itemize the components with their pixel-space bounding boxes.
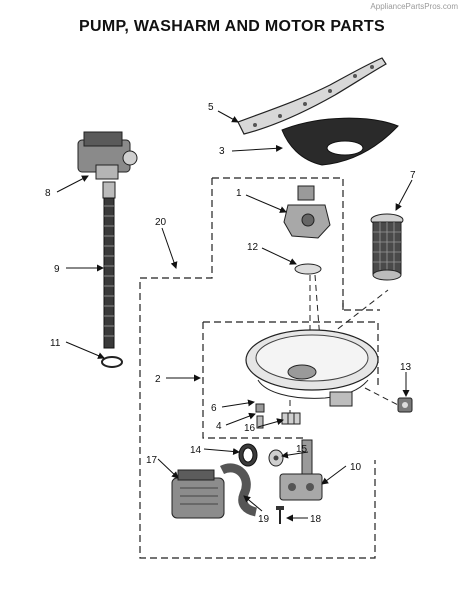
drain-hose	[102, 181, 116, 349]
wash-arm-manifold	[283, 185, 331, 239]
callout-number: 4	[216, 421, 222, 432]
drain-hose-elbow	[219, 463, 258, 517]
callout-number: 7	[410, 170, 416, 181]
drain-pump	[171, 469, 225, 519]
callout-leaders	[56, 110, 413, 522]
callout-number: 10	[350, 462, 362, 473]
connector-part	[281, 412, 301, 425]
callout-number: 17	[146, 455, 158, 466]
callout-number: 5	[208, 102, 214, 113]
hose-clamp	[101, 356, 123, 368]
callout-number: 2	[155, 374, 161, 385]
screw-part	[256, 415, 264, 429]
callout-number: 1	[236, 188, 242, 199]
callout-number: 15	[296, 444, 308, 455]
callout-number: 13	[400, 362, 412, 373]
watermark-text: AppliancePartsPros.com	[370, 2, 458, 11]
callout-number: 11	[50, 338, 61, 349]
callout-number: 16	[244, 423, 256, 434]
filter-assembly	[370, 213, 404, 281]
diagram-title: PUMP, WASHARM AND MOTOR PARTS	[79, 18, 385, 35]
callout-number: 20	[155, 217, 167, 228]
seal-disc	[294, 263, 322, 275]
sensor-part	[397, 397, 413, 413]
callout-number: 8	[45, 188, 51, 199]
diverter-valve	[279, 439, 323, 501]
clip-part	[255, 403, 265, 413]
pump-motor	[77, 131, 138, 180]
callout-number: 18	[310, 514, 322, 525]
callout-number: 9	[54, 264, 60, 275]
callout-number: 3	[219, 146, 225, 157]
callout-number: 14	[190, 445, 202, 456]
callout-number: 12	[247, 242, 259, 253]
mounting-screw	[276, 506, 284, 524]
seal-ring	[238, 443, 258, 467]
callout-number: 19	[258, 514, 270, 525]
sump-assembly	[245, 329, 379, 407]
callout-number: 6	[211, 403, 217, 414]
upper-spray-arm	[237, 57, 387, 135]
impeller-part	[268, 449, 284, 467]
spray-arm-cover	[281, 117, 399, 166]
